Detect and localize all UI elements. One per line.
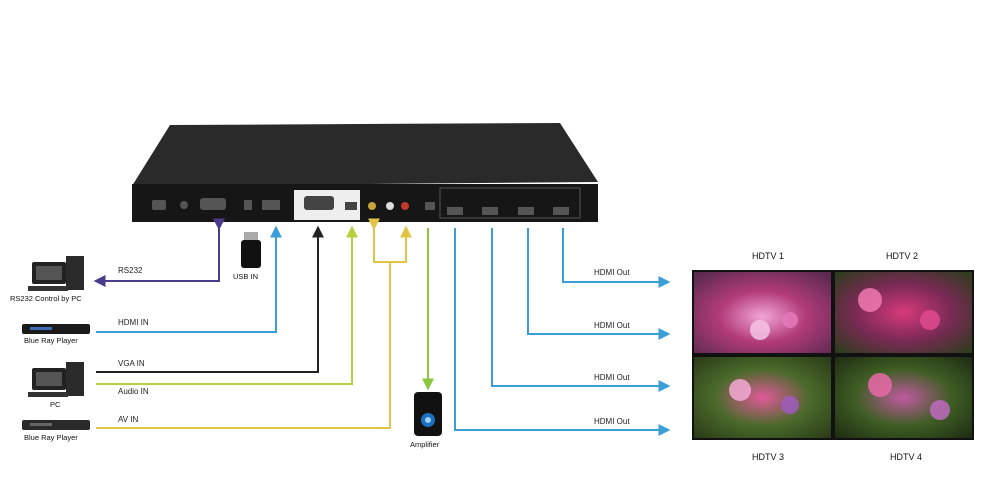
hdtv2-screen [835, 272, 972, 353]
pc-rs232-device [28, 256, 84, 291]
hdmi-out-1-line [562, 228, 671, 288]
connection-lines [93, 218, 671, 436]
bluray-bottom-label: Blue Ray Player [24, 433, 78, 442]
hdmi-out-2-line [527, 228, 671, 340]
amplifier-device [414, 392, 442, 436]
hdtv3-screen [694, 357, 831, 438]
av-in-label: AV IN [118, 415, 139, 424]
video-wall [692, 270, 974, 440]
vga-in-line [96, 225, 324, 373]
hdmi-out-2-label: HDMI Out [594, 321, 630, 330]
pc-label: PC [50, 400, 61, 409]
hdtv1-label: HDTV 1 [752, 251, 785, 261]
hdmi-in-line [96, 225, 282, 333]
audio-in-line [96, 225, 358, 385]
av-in-line [96, 262, 391, 429]
hdmi-out-1-label: HDMI Out [594, 268, 630, 277]
pc-rs232-label: RS232 Control by PC [10, 294, 82, 303]
hdmi-out-4-line [454, 228, 671, 436]
hdmi-out-3-line [491, 228, 671, 392]
rear-ports [152, 187, 581, 220]
rs232-label: RS232 [118, 266, 143, 275]
av-split [368, 218, 412, 263]
hdmi-out-4-label: HDMI Out [594, 417, 630, 426]
rs232-line [93, 218, 225, 287]
hdtv3-label: HDTV 3 [752, 452, 785, 462]
hdtv4-label: HDTV 4 [890, 452, 923, 462]
audio-in-label: Audio IN [118, 387, 149, 396]
vga-in-label: VGA IN [118, 359, 145, 368]
hdtv4-screen [835, 357, 972, 438]
hdtv1-screen [694, 272, 831, 353]
amplifier-label: Amplifier [410, 440, 440, 449]
pc-device [28, 362, 84, 397]
usb-stick-device [241, 232, 261, 268]
hdtv2-label: HDTV 2 [886, 251, 919, 261]
hdmi-out-3-label: HDMI Out [594, 373, 630, 382]
bluray-top-device [22, 324, 90, 334]
video-wall-controller [132, 123, 598, 222]
bluray-top-label: Blue Ray Player [24, 336, 78, 345]
hdmi-in-label: HDMI IN [118, 318, 149, 327]
bluray-bottom-device [22, 420, 90, 430]
usb-label: USB IN [233, 272, 259, 281]
